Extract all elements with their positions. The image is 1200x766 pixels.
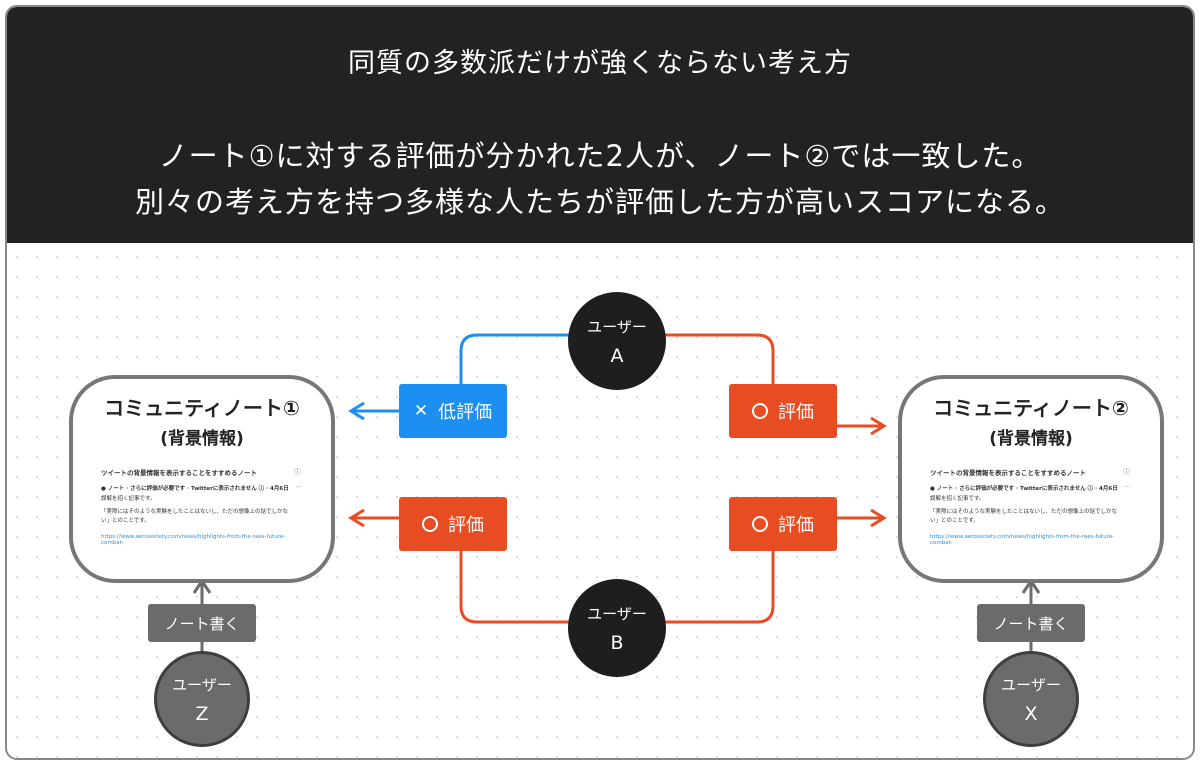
user-b-node: ユーザー B [568,579,666,677]
line-a-to-note1 [352,333,569,413]
write-note-tag-x: ノート書く [977,604,1085,642]
connector-lines [192,333,1041,653]
rating-label: 評価 [778,402,814,423]
note1-preview: ツイートの背景情報を表示することをすすめるノート ⓘ ● ノート · さらに評価… [101,467,301,555]
preview-line: 誤解を招く記事です。 [101,496,156,502]
preview-status: ● ノート · さらに評価が必要です · Twitterに表示されません ⓘ ·… [101,486,289,492]
community-note-2-card: コミュニティノート② (背景情報) ツイートの背景情報を表示することをすすめるノ… [898,375,1164,583]
arrowhead-left-blue [348,401,365,421]
write-note-tag-z: ノート書く [148,604,256,642]
preview-body: 「実際にはそのような実験をしたことはないし、ただの想像上の話でしかない」とのこと… [101,509,289,524]
user-z-role: ユーザー [172,675,232,694]
preview-status: ● ノート · さらに評価が必要です · Twitterに表示されません ⓘ ·… [930,486,1118,492]
user-z-node: ユーザー Z [154,651,250,747]
circle-icon [752,516,768,532]
page-title: 同質の多数派だけが強くならない考え方 [348,48,852,79]
preview-link: https://www.aerosociety.com/news/highlig… [101,534,286,546]
low-rating-tag-a-note1: ✕ 低評価 [399,384,507,438]
user-z-id: Z [195,702,209,725]
user-x-node: ユーザー X [983,651,1079,747]
info-icon: ⓘ [1123,468,1130,476]
user-x-role: ユーザー [1001,675,1061,694]
header-banner: 同質の多数派だけが強くならない考え方 ノート①に対する評価が分かれた2人が、ノー… [7,7,1193,243]
subtitle-line-2: 別々の考え方を持つ多様な人たちが評価した方が高いスコアになる。 [134,185,1065,219]
more-icon: ··· [295,484,301,490]
line-a-to-note2 [665,333,883,428]
rating-label: 評価 [778,515,814,536]
user-x-id: X [1024,702,1038,725]
circle-icon [752,403,768,419]
line-b-to-note2 [665,516,883,624]
more-icon: ··· [1124,484,1130,490]
preview-body: 「実際にはそのような実験をしたことはないし、ただの想像上の話でしかない」とのこと… [930,509,1118,524]
rating-label: 評価 [448,515,484,536]
preview-line: 誤解を招く記事です。 [930,496,985,502]
community-note-1-card: コミュニティノート① (背景情報) ツイートの背景情報を表示することをすすめるノ… [69,375,335,583]
rating-tag-a-note2: 評価 [729,384,837,438]
note1-title: コミュニティノート① [104,396,300,420]
info-icon: ⓘ [294,468,301,476]
note2-subtitle: (背景情報) [989,429,1073,449]
line-b-to-note1 [352,516,569,624]
user-a-role: ユーザー [587,317,647,336]
user-b-id: B [610,631,624,654]
user-a-id: A [610,344,624,367]
user-a-node: ユーザー A [568,292,666,390]
low-rating-label: 低評価 [438,402,493,423]
preview-heading: ツイートの背景情報を表示することをすすめるノート [101,469,257,477]
preview-heading: ツイートの背景情報を表示することをすすめるノート [930,469,1086,477]
note2-title: コミュニティノート② [933,396,1129,420]
arrowhead-right-bottom [870,508,887,528]
user-b-role: ユーザー [587,604,647,623]
rating-tag-b-note1: 評価 [399,497,507,551]
note1-subtitle: (背景情報) [160,429,244,449]
arrowhead-left-red [348,508,365,528]
arrowhead-right-top [870,416,887,436]
rating-tag-b-note2: 評価 [729,497,837,551]
note2-preview: ツイートの背景情報を表示することをすすめるノート ⓘ ● ノート · さらに評価… [930,467,1130,555]
subtitle-line-1: ノート①に対する評価が分かれた2人が、ノート②では一致した。 [158,139,1042,173]
diagram-frame: 同質の多数派だけが強くならない考え方 ノート①に対する評価が分かれた2人が、ノー… [5,5,1195,760]
cross-icon: ✕ [413,401,429,421]
circle-icon [422,516,438,532]
preview-link: https://www.aerosociety.com/news/highlig… [930,534,1115,546]
